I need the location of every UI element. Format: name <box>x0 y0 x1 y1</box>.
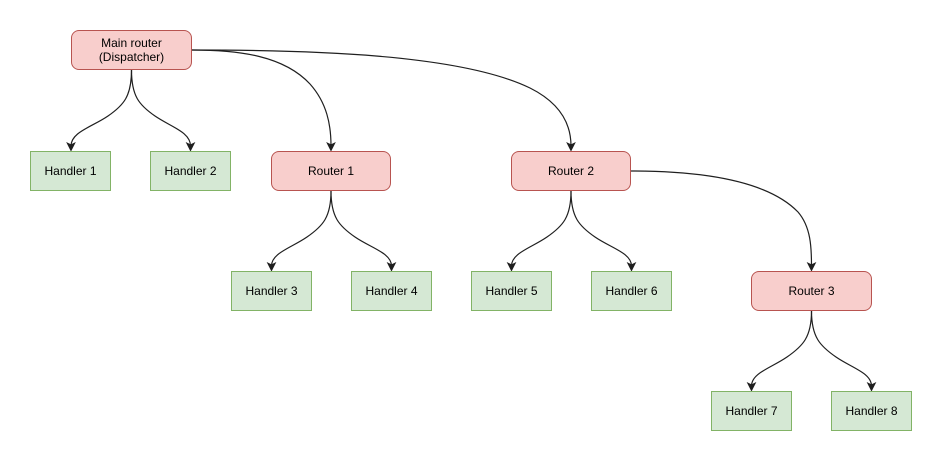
node-handler-3[interactable]: Handler 3 <box>231 271 312 311</box>
node-handler-2-label: Handler 2 <box>164 164 217 178</box>
node-router-3-label: Router 3 <box>788 284 835 298</box>
edge-router-1-to-handler-3-line <box>270 190 332 267</box>
edge-main-to-handler-1 <box>66 69 133 152</box>
edge-router-3-to-handler-8-line <box>810 310 873 387</box>
edge-router-3-to-handler-7 <box>746 310 813 392</box>
node-handler-1-label: Handler 1 <box>44 164 97 178</box>
node-handler-3-label: Handler 3 <box>245 284 298 298</box>
node-router-3[interactable]: Router 3 <box>751 271 872 311</box>
edge-router-1-to-handler-3-arrowhead-icon <box>266 261 277 272</box>
node-main-router-label: Main router (Dispatcher) <box>98 36 165 64</box>
edge-router-2-to-handler-5 <box>506 190 572 272</box>
edge-main-to-router-2-arrowhead-icon <box>566 141 576 152</box>
node-router-2[interactable]: Router 2 <box>511 151 631 191</box>
edge-main-to-router-2 <box>191 49 576 152</box>
node-main-router[interactable]: Main router (Dispatcher) <box>71 30 192 70</box>
edge-router-2-to-handler-5-arrowhead-icon <box>506 261 517 272</box>
edge-router-1-to-handler-4-line <box>330 190 393 267</box>
edge-main-to-router-2-line <box>191 49 572 147</box>
node-handler-4-label: Handler 4 <box>365 284 418 298</box>
edge-main-to-handler-2-line <box>130 69 192 147</box>
node-router-1-label: Router 1 <box>307 164 355 178</box>
node-handler-1[interactable]: Handler 1 <box>30 151 111 191</box>
node-handler-6-label: Handler 6 <box>605 284 658 298</box>
node-handler-7-label: Handler 7 <box>725 404 778 418</box>
edge-router-2-to-handler-5-line <box>510 190 572 267</box>
node-handler-7[interactable]: Handler 7 <box>711 391 792 431</box>
edge-main-to-router-1-line <box>191 49 332 147</box>
edge-router-2-to-router-3-line <box>630 170 813 267</box>
edge-main-to-handler-1-arrowhead-icon <box>66 141 76 152</box>
node-router-1[interactable]: Router 1 <box>271 151 391 191</box>
edge-router-2-to-handler-6 <box>570 190 637 272</box>
edge-router-2-to-router-3-arrowhead-icon <box>806 261 817 272</box>
node-handler-2[interactable]: Handler 2 <box>150 151 231 191</box>
edge-router-3-to-handler-7-line <box>750 310 813 387</box>
edge-main-to-handler-2-arrowhead-icon <box>185 141 196 152</box>
edge-router-1-to-handler-4 <box>330 190 397 272</box>
edge-main-to-router-1 <box>191 49 336 152</box>
node-router-2-label: Router 2 <box>547 164 595 178</box>
edge-router-2-to-handler-6-line <box>570 190 633 267</box>
edge-router-3-to-handler-8 <box>810 310 877 392</box>
edge-router-2-to-handler-6-arrowhead-icon <box>626 261 637 272</box>
edge-main-to-router-1-arrowhead-icon <box>326 141 336 152</box>
edge-router-3-to-handler-8-arrowhead-icon <box>866 381 877 392</box>
node-handler-4[interactable]: Handler 4 <box>351 271 432 311</box>
node-handler-8-label: Handler 8 <box>845 404 898 418</box>
node-handler-6[interactable]: Handler 6 <box>591 271 672 311</box>
edge-router-3-to-handler-7-arrowhead-icon <box>746 381 757 392</box>
edge-main-to-handler-2 <box>130 69 196 152</box>
edge-main-to-handler-1-line <box>70 69 133 147</box>
node-handler-8[interactable]: Handler 8 <box>831 391 912 431</box>
edge-router-2-to-router-3 <box>630 170 817 272</box>
node-handler-5-label: Handler 5 <box>485 284 538 298</box>
node-handler-5[interactable]: Handler 5 <box>471 271 552 311</box>
edge-router-1-to-handler-4-arrowhead-icon <box>386 261 397 272</box>
edge-router-1-to-handler-3 <box>266 190 332 272</box>
